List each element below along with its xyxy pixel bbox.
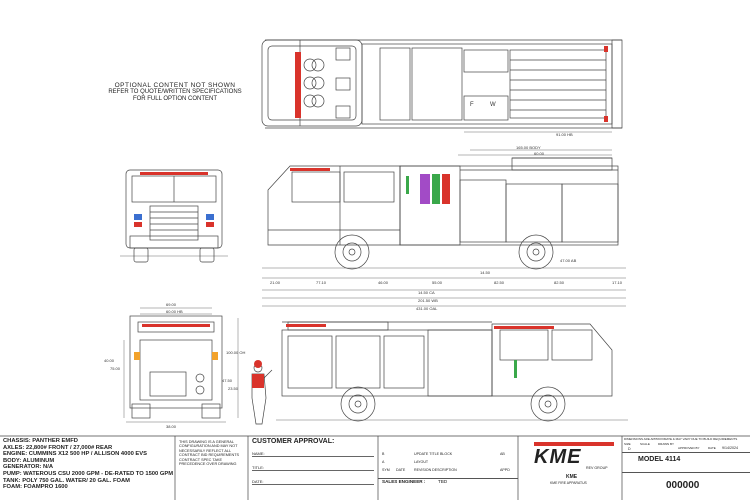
top-dim-length: 91.00 HB — [556, 132, 573, 137]
logo-text: KME — [534, 446, 582, 468]
rev-b-appd: AB — [500, 452, 505, 456]
optional-content-note: OPTIONAL CONTENT NOT SHOWN REFER TO QUOT… — [85, 82, 265, 103]
tb-drawnby-label: DRAWN BY — [658, 442, 675, 446]
dim-body: 165.00 BODY — [516, 145, 541, 150]
side-view — [262, 149, 626, 307]
dim-oal: 431.00 OAL — [416, 306, 438, 311]
logo-sub: REV GROUP — [586, 466, 608, 470]
door-label-f: F — [470, 102, 474, 108]
tb-date-label: DATE — [708, 446, 716, 450]
red-lightbar-front — [140, 172, 208, 175]
rev-header-date: DATE — [396, 468, 406, 472]
dim-bottom-4: 55.00 — [432, 280, 443, 285]
rear-dim-5: 75.00 — [110, 366, 121, 371]
disclaimer: THIS DRAWING IS A GENERAL CONFIGURATION … — [179, 440, 240, 467]
sales-engineer-label: SALES ENGINEER : — [382, 479, 426, 484]
spec-engine: ENGINE: CUMMINS X12 500 HP / ALLISON 400… — [3, 451, 147, 458]
tb-scale-label: SCALE — [640, 442, 650, 446]
dim-bottom-6: 82.50 — [554, 280, 565, 285]
rear-dim-3: 100.00 OH — [226, 350, 246, 355]
revision-table: B UPDATE TITLE BLOCK AB A LAYOUT SYM DAT… — [378, 452, 518, 500]
rear-dim-8: 38.00 — [166, 424, 177, 429]
tb-approvedby-label: APPROVED BY — [678, 446, 700, 450]
dim-bottom-8: 17.10 — [612, 280, 623, 285]
tb-date-value: 9/14/2024 — [722, 446, 738, 450]
rear-dim-4: 40.00 — [104, 358, 115, 363]
rear-dim-2: 60.00 HB — [166, 309, 183, 314]
rev-b-sym: B — [382, 452, 385, 456]
logo-name: KME — [566, 474, 578, 480]
rev-header-desc: REVISION DESCRIPTION — [414, 468, 457, 472]
rear-dim-6: 47.50 — [222, 378, 233, 383]
dim-bottom-1: 21.00 — [270, 280, 281, 285]
tb-size-value: D — [628, 447, 631, 451]
front-view — [120, 169, 228, 263]
top-view — [261, 39, 623, 133]
spec-body: BODY: ALUMINUM — [3, 457, 55, 464]
rear-view — [123, 307, 239, 423]
dim-top: 60.00 — [534, 151, 545, 156]
kme-logo: KME REV GROUP KME KME FIRE APPARATUS — [528, 438, 618, 498]
note-line-3: FOR FULL OPTION CONTENT — [132, 96, 218, 102]
rev-b-desc: UPDATE TITLE BLOCK — [414, 452, 453, 456]
note-line-2: REFER TO QUOTE/WRITTEN SPECIFICATIONS — [108, 89, 242, 95]
spec-generator: GENERATOR: N/A — [3, 464, 54, 471]
red-lightbar-top — [295, 52, 301, 118]
rev-a-sym: A — [382, 460, 385, 464]
rev-header-sym: SYM — [382, 468, 390, 472]
dim-bottom-2: 77.10 — [316, 280, 327, 285]
customer-name-field[interactable]: NAME: — [252, 451, 374, 457]
spec-axles: AXLES: 22,800# FRONT / 27,000# REAR — [3, 444, 113, 451]
rev-header-appd: APPD — [500, 468, 510, 472]
logo-address: KME FIRE APPARATUS — [550, 481, 587, 485]
customer-date-field[interactable]: DATE: — [252, 479, 374, 485]
drawing-number: 000000 — [666, 480, 700, 491]
tb-header: DIMENSIONS ARE APPROXIMATE & MAY VARY DU… — [624, 437, 738, 441]
customer-title-field[interactable]: TITLE: — [252, 465, 374, 471]
officer-side-view — [251, 321, 628, 425]
sales-engineer-value: TBD — [438, 479, 448, 484]
note-line-1: OPTIONAL CONTENT NOT SHOWN — [114, 82, 236, 89]
spec-foam: FOAM: FOAMPRO 1600 — [3, 484, 68, 491]
dim-mid: 14.50 — [480, 270, 491, 275]
dim-bottom-5: 82.50 — [494, 280, 505, 285]
rear-dim-1: 69.00 — [166, 302, 177, 307]
rev-a-desc: LAYOUT — [414, 460, 429, 464]
dim-ca: 14.50 CA — [418, 290, 435, 295]
spec-chassis: CHASSIS: PANTHER EMFD — [3, 438, 78, 444]
dim-angle: 47.00 AB — [560, 258, 577, 263]
spec-list: CHASSIS: PANTHER EMFD AXLES: 22,800# FRO… — [3, 438, 175, 491]
spec-pump: PUMP: WATEROUS CSU 2000 GPM - DE-RATED T… — [3, 470, 174, 477]
dim-bottom-3: 46.00 — [378, 280, 389, 285]
model-number: MODEL 4114 — [638, 456, 681, 463]
customer-approval: CUSTOMER APPROVAL: NAME: TITLE: DATE: — [252, 438, 374, 485]
spec-tank: TANK: POLY 750 GAL. WATER/ 20 GAL. FOAM — [3, 477, 131, 484]
tb-size-label: SIZE — [624, 442, 631, 446]
dim-wb: 201.50 WB — [418, 298, 438, 303]
customer-heading: CUSTOMER APPROVAL: — [252, 438, 335, 445]
rear-dim-7: 23.50 — [228, 386, 239, 391]
title-block: DIMENSIONS ARE APPROXIMATE & MAY VARY DU… — [622, 436, 750, 500]
door-label-w: W — [490, 102, 496, 108]
